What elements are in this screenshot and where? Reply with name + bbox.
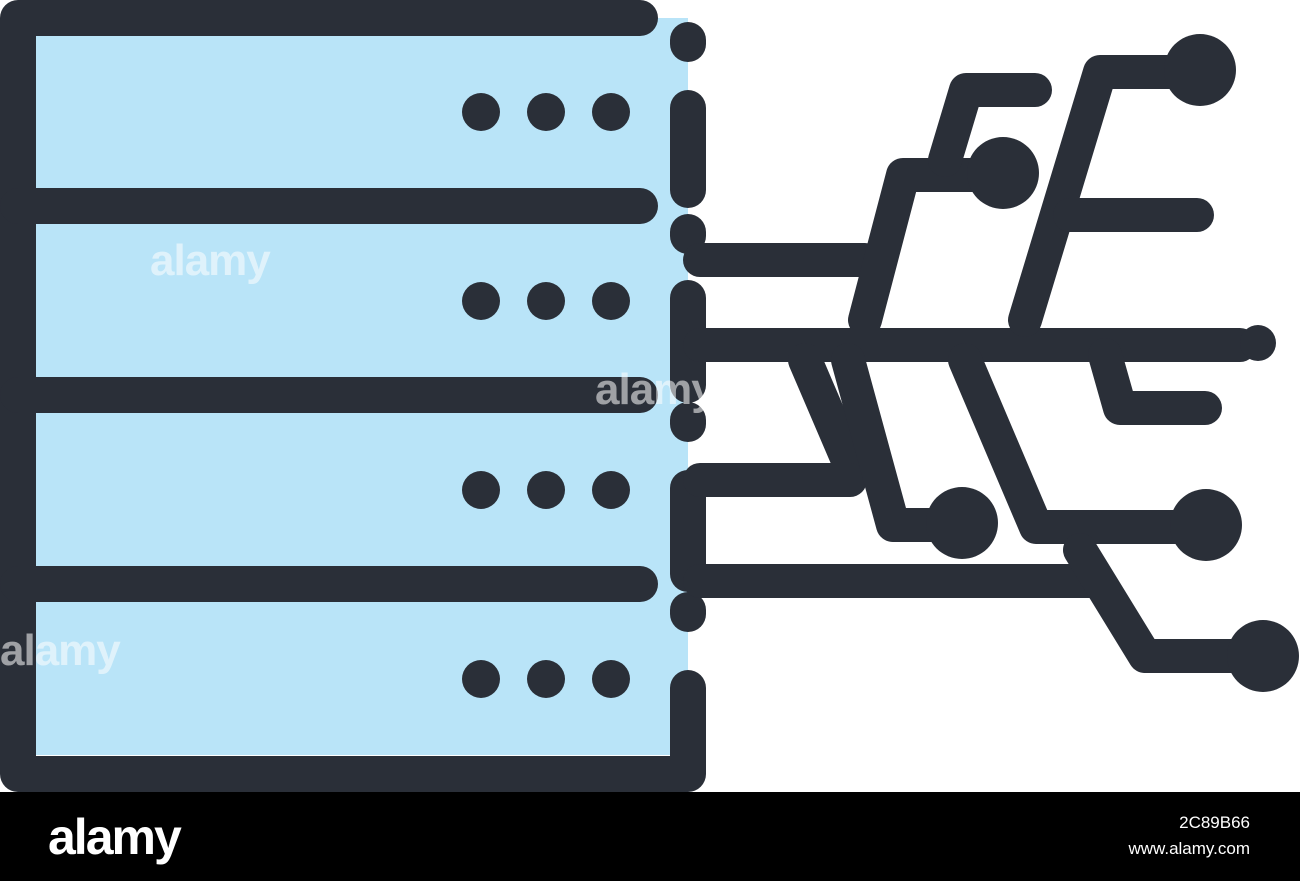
status-light-dot xyxy=(527,660,565,698)
circuit-trace xyxy=(1008,55,1212,337)
status-light-dot xyxy=(462,93,500,131)
footer-bar: alamy 2C89B66 www.alamy.com xyxy=(0,792,1300,881)
circuit-trace xyxy=(788,343,867,482)
circuit-network-icon xyxy=(683,34,1299,692)
circuit-trace xyxy=(928,73,1052,177)
circuit-trace xyxy=(1088,338,1222,425)
circuit-node-dot xyxy=(1164,34,1236,106)
circuit-node-dot xyxy=(967,137,1039,209)
server-rack-outline xyxy=(0,0,706,792)
status-light-dot xyxy=(462,471,500,509)
status-light-dot xyxy=(592,93,630,131)
circuit-trace xyxy=(848,158,1007,337)
circuit-node-dot xyxy=(926,487,998,559)
status-light-dot xyxy=(527,471,565,509)
image-id-label: 2C89B66 xyxy=(1179,813,1250,832)
circuit-node-dot xyxy=(1240,325,1276,361)
circuit-node-dot xyxy=(1227,620,1299,692)
status-light-dot xyxy=(462,282,500,320)
status-light-dot xyxy=(462,660,500,698)
status-light-dot xyxy=(592,660,630,698)
status-light-dot xyxy=(527,93,565,131)
circuit-trace xyxy=(1063,533,1272,673)
status-light-dot xyxy=(592,282,630,320)
site-url-label: www.alamy.com xyxy=(1128,839,1250,858)
footer-logo: alamy xyxy=(48,809,182,865)
status-light-dot xyxy=(592,471,630,509)
circuit-node-dot xyxy=(1170,489,1242,561)
circuit-trace xyxy=(948,343,1217,544)
server-rack-icon xyxy=(0,0,706,792)
server-network-illustration xyxy=(0,0,1299,792)
status-light-dot xyxy=(527,282,565,320)
